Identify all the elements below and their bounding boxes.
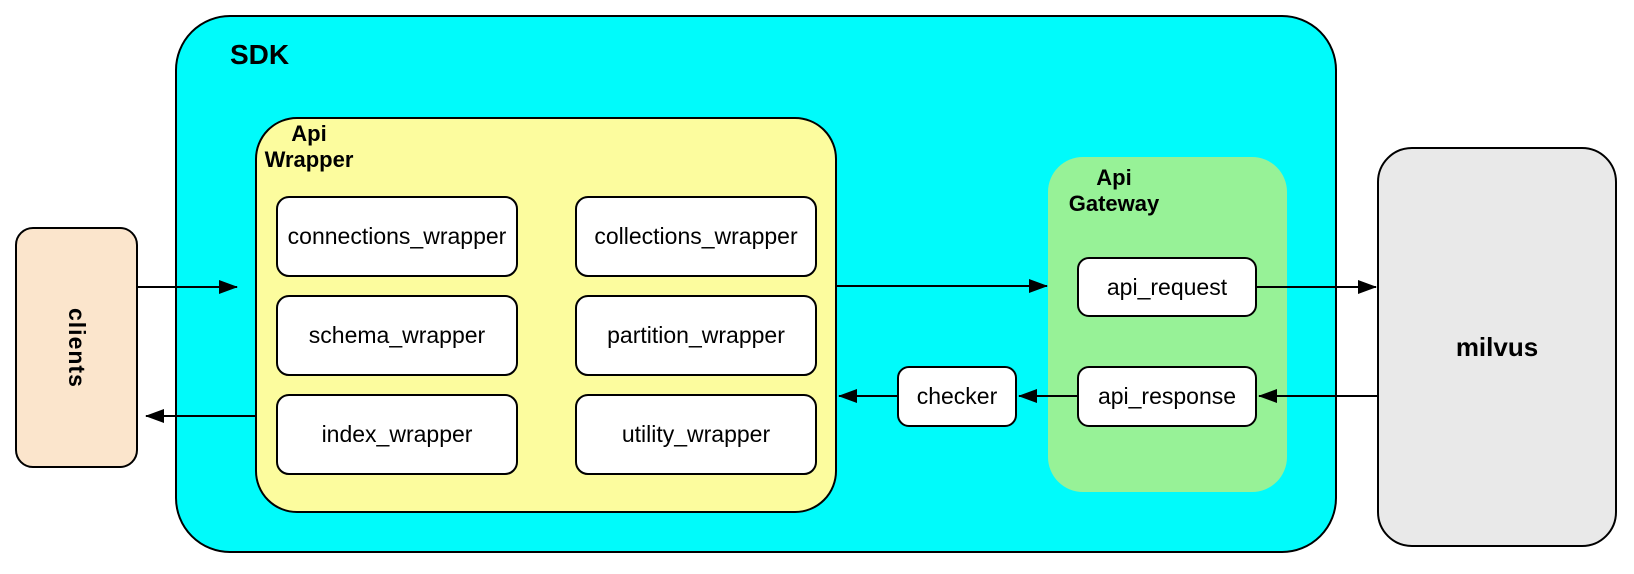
partition-wrapper-node: partition_wrapper — [575, 295, 817, 376]
schema-wrapper-node: schema_wrapper — [276, 295, 518, 376]
checker-node: checker — [897, 366, 1017, 427]
api-response-node: api_response — [1077, 366, 1257, 427]
api-gateway-label-line1: Api — [1096, 165, 1132, 190]
api-wrapper-label-line1: Api — [291, 121, 327, 146]
api-gateway-container: Api Gateway — [1048, 157, 1287, 492]
api-wrapper-label: Api Wrapper — [261, 121, 357, 173]
sdk-label: SDK — [230, 39, 290, 70]
connections-wrapper-node: connections_wrapper — [276, 196, 518, 277]
api-gateway-label-line2: Gateway — [1068, 191, 1160, 216]
milvus-label: milvus — [1455, 331, 1539, 362]
api-request-node: api_request — [1077, 257, 1257, 317]
clients-node: clients — [15, 227, 138, 468]
collections-wrapper-node: collections_wrapper — [575, 196, 817, 277]
api-gateway-label: Api Gateway — [1062, 165, 1166, 217]
clients-label: clients — [64, 307, 90, 388]
wrapper-grid: connections_wrapper collections_wrapper … — [276, 196, 817, 475]
index-wrapper-node: index_wrapper — [276, 394, 518, 475]
utility-wrapper-node: utility_wrapper — [575, 394, 817, 475]
milvus-node: milvus — [1377, 147, 1617, 547]
api-wrapper-label-line2: Wrapper — [264, 147, 354, 172]
